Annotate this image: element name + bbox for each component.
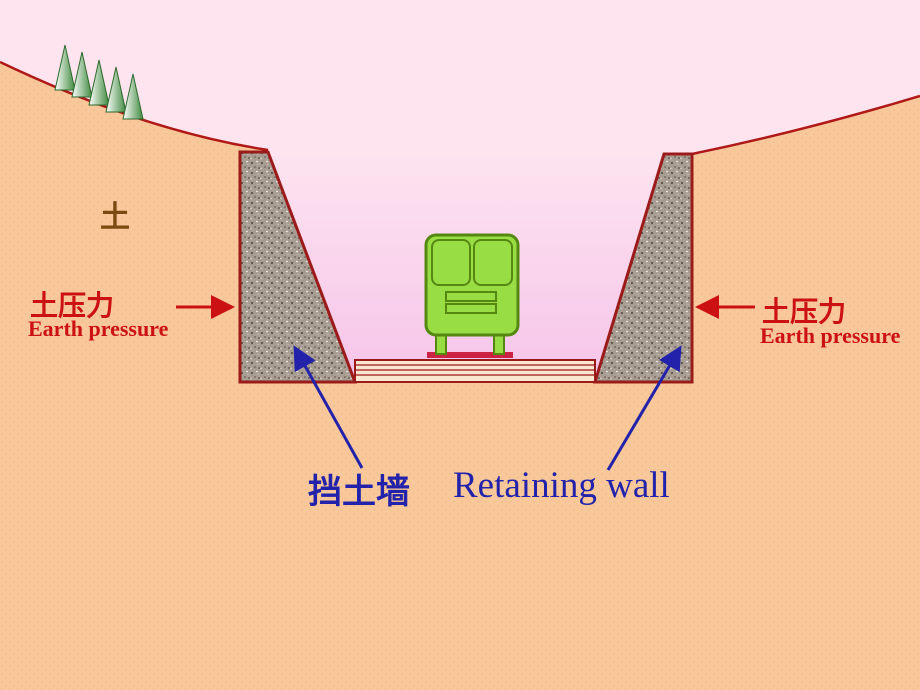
vehicle-icon xyxy=(424,233,520,358)
soil-label: 土 xyxy=(100,200,130,235)
earth-pressure-label-en-right: Earth pressure xyxy=(760,323,901,348)
retaining-wall-label-en: Retaining wall xyxy=(453,465,670,506)
earth-pressure-label-en-left: Earth pressure xyxy=(28,316,169,341)
earth-pressure-label-cn-left: 土压力 xyxy=(30,289,115,322)
tree-icon xyxy=(54,44,144,120)
retaining-wall-label-cn: 挡土墙 xyxy=(308,472,410,512)
earth-pressure-label-cn-right: 土压力 xyxy=(762,295,847,328)
ground-surface-line-right xyxy=(691,94,920,156)
retaining-wall-right xyxy=(592,152,694,384)
retaining-wall-pointer-left xyxy=(293,345,364,469)
retaining-wall-pointer-right xyxy=(606,345,682,471)
track-bed xyxy=(354,359,596,383)
soil-ground xyxy=(0,62,920,690)
